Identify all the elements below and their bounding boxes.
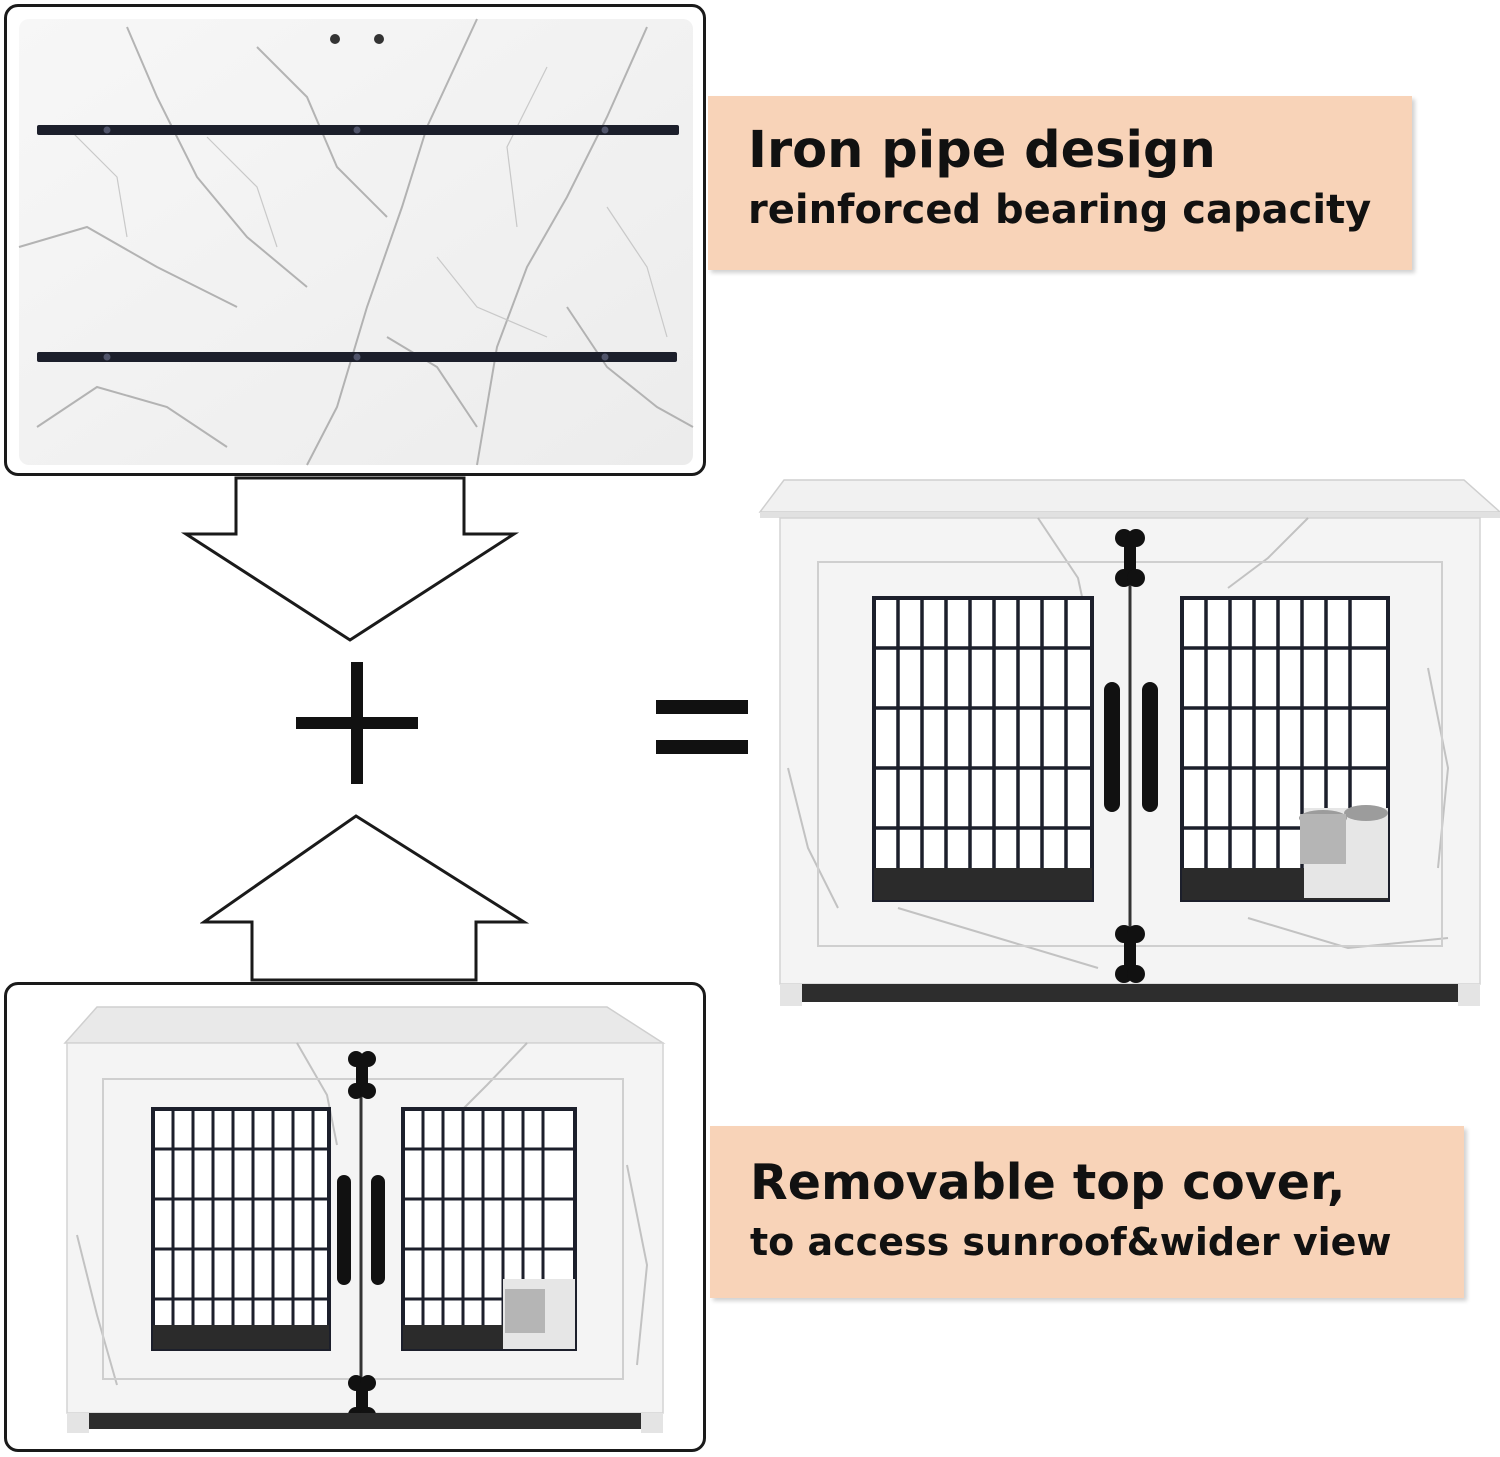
door-handle-left	[1104, 682, 1120, 812]
crate-top-board	[758, 479, 1500, 513]
equals-icon	[656, 700, 748, 754]
up-arrow-icon	[200, 814, 530, 982]
plus-icon	[296, 662, 418, 784]
assembled-crate-illustration	[758, 479, 1500, 1006]
marble-board	[19, 19, 693, 465]
bone-latch-top	[1115, 529, 1145, 587]
top-cover-panel	[4, 4, 706, 476]
door-handle-right	[1142, 682, 1158, 812]
callout-heading: Iron pipe design	[748, 121, 1216, 180]
down-arrow-icon	[180, 476, 520, 642]
screw-hole	[374, 34, 384, 44]
bone-latch-bottom	[1115, 925, 1145, 983]
top-cover-illustration	[18, 18, 694, 466]
callout-heading: Removable top cover,	[750, 1154, 1346, 1211]
removable-cover-callout: Removable top cover, to access sunroof&w…	[710, 1126, 1464, 1298]
screw-hole	[330, 34, 340, 44]
iron-pipe-callout: Iron pipe design reinforced bearing capa…	[708, 96, 1412, 270]
callout-subheading: reinforced bearing capacity	[748, 187, 1372, 233]
callout-subheading: to access sunroof&wider view	[750, 1220, 1392, 1264]
bowl-holder	[1299, 805, 1388, 898]
open-top-panel	[4, 982, 706, 1452]
open-top-crate-illustration	[63, 1006, 666, 1433]
